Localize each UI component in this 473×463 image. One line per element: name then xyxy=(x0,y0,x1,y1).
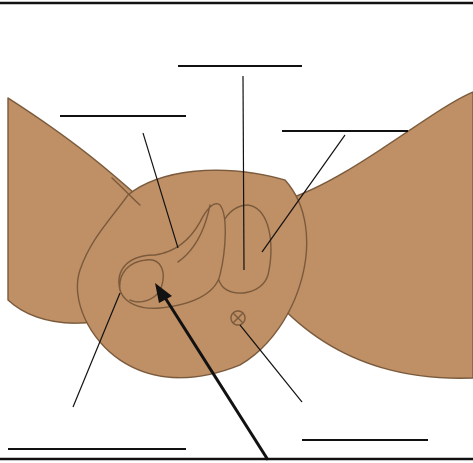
body-illustration xyxy=(8,92,473,378)
